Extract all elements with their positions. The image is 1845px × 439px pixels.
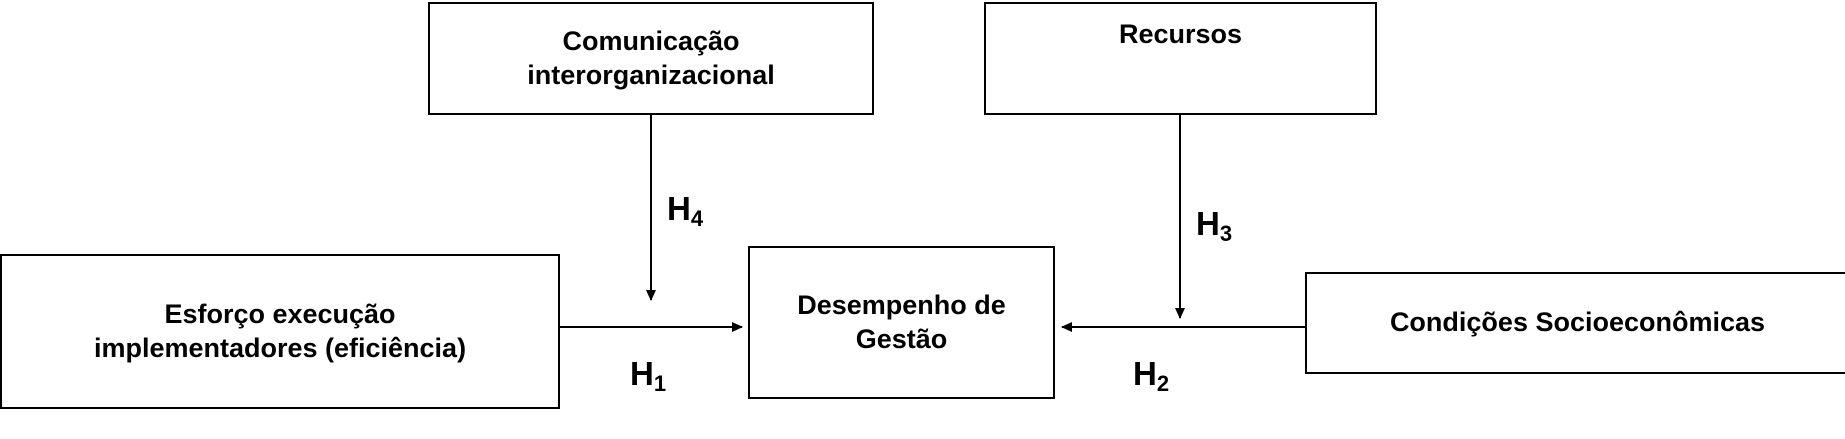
node-condicoes-label: Condições Socioeconômicas	[1389, 307, 1766, 338]
node-recursos-label: Recursos	[1118, 19, 1243, 49]
edge-label-h1-sub: 1	[653, 371, 667, 396]
edge-label-h3: H3	[1196, 205, 1233, 246]
node-recursos: Recursos	[984, 2, 1377, 115]
edge-label-h3-sub: 3	[1219, 221, 1233, 246]
node-esforco-label: Esforço execução implementadores (eficiê…	[93, 298, 467, 363]
edge-label-h4: H4	[667, 190, 704, 231]
node-desempenho-label: Desempenho de Gestão	[797, 289, 1006, 354]
edge-label-h2-sub: 2	[1156, 371, 1170, 396]
node-esforco-execucao: Esforço execução implementadores (eficiê…	[0, 254, 560, 409]
edge-label-h2: H2	[1133, 355, 1170, 396]
node-condicoes-socioeconomicas: Condições Socioeconômicas	[1305, 272, 1845, 374]
edge-label-h4-sub: 4	[690, 206, 704, 231]
edge-label-h4-text: H	[667, 190, 691, 227]
edge-label-h1-text: H	[630, 355, 654, 392]
node-comunicacao-label: Comunicação interorganizacional	[527, 25, 775, 90]
node-desempenho-de-gestao: Desempenho de Gestão	[748, 246, 1055, 399]
edge-label-h2-text: H	[1133, 355, 1157, 392]
edge-label-h1: H1	[630, 355, 667, 396]
edge-label-h3-text: H	[1196, 205, 1220, 242]
node-comunicacao-interorganizacional: Comunicação interorganizacional	[428, 2, 874, 115]
